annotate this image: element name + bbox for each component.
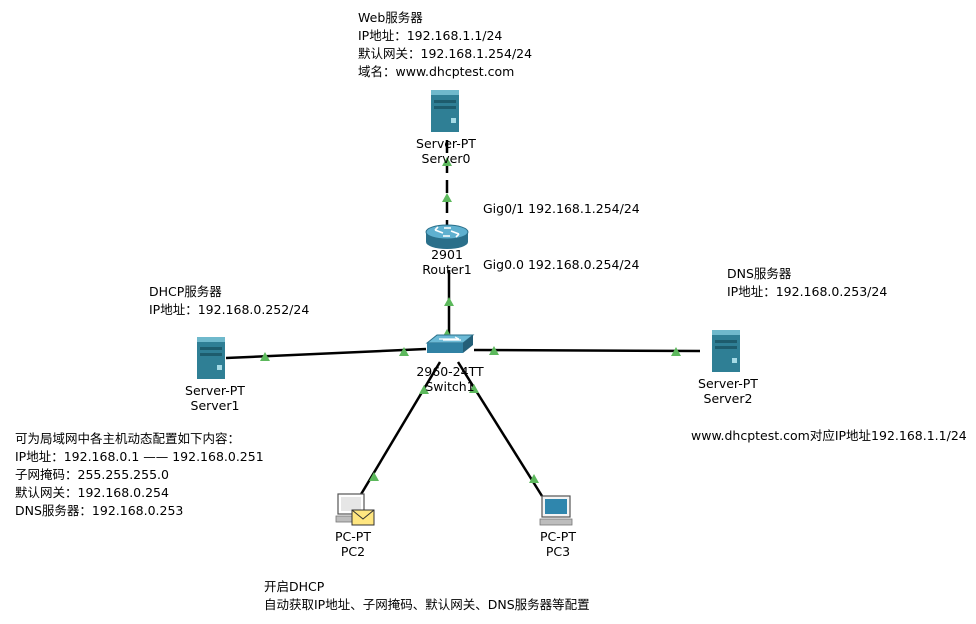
link-switch1-server2 xyxy=(473,348,701,353)
server0-name: Server0 xyxy=(421,151,471,166)
router1-name: Router1 xyxy=(422,262,472,277)
web-server-domain: 域名：www.dhcptest.com xyxy=(358,64,515,79)
link-up-icon xyxy=(671,347,681,356)
link-switch1-pc3 xyxy=(456,361,544,497)
web-server-gateway: 默认网关：192.168.1.254/24 xyxy=(358,46,533,61)
server0-model: Server-PT xyxy=(416,136,476,151)
switch1-model: 2960-24TT xyxy=(416,364,484,379)
pc3-model: PC-PT xyxy=(540,529,576,544)
router-icon[interactable] xyxy=(425,224,469,249)
router-gig00-label: Gig0.0 192.168.0.254/24 xyxy=(483,257,640,272)
dhcp-pool-line1: 可为局域网中各主机动态配置如下内容： xyxy=(15,431,241,446)
dhcp-pool-line3: 子网掩码：255.255.255.0 xyxy=(15,467,169,482)
dns-server-title: DNS服务器 xyxy=(727,266,792,281)
pc3-name: PC3 xyxy=(545,544,571,559)
link-up-icon xyxy=(369,472,379,481)
server1-label: Server-PT Server1 xyxy=(185,383,245,413)
link-up-icon xyxy=(419,385,429,394)
server2-icon[interactable] xyxy=(712,330,740,372)
link-server1-switch1 xyxy=(225,347,427,360)
switch-icon[interactable] xyxy=(425,334,475,353)
dhcp-server-ip: IP地址：192.168.0.252/24 xyxy=(149,302,310,317)
link-up-icon xyxy=(529,474,539,483)
dhcp-server-title: DHCP服务器 xyxy=(149,284,222,299)
router1-model: 2901 xyxy=(431,247,463,262)
web-server-ip: IP地址：192.168.1.1/24 xyxy=(358,28,503,43)
server0-icon[interactable] xyxy=(431,90,459,132)
router-gig01-label: Gig0/1 192.168.1.254/24 xyxy=(483,201,640,216)
dns-server-ip: IP地址：192.168.0.253/24 xyxy=(727,284,888,299)
pc2-label: PC-PT PC2 xyxy=(335,529,371,559)
web-server-title: Web服务器 xyxy=(358,10,423,25)
link-up-icon xyxy=(489,346,499,355)
server2-label: Server-PT Server2 xyxy=(698,376,758,406)
link-up-icon xyxy=(444,297,454,306)
switch1-label: 2960-24TT Switch1 xyxy=(416,364,483,394)
link-up-icon xyxy=(469,384,479,393)
server2-model: Server-PT xyxy=(698,376,758,391)
link-up-icon xyxy=(442,193,452,202)
envelope-icon xyxy=(351,509,375,526)
link-up-icon xyxy=(399,347,409,356)
link-up-icon xyxy=(442,157,452,166)
pc-dhcp-line2: 自动获取IP地址、子网掩码、默认网关、DNS服务器等配置 xyxy=(264,597,590,612)
server1-model: Server-PT xyxy=(185,383,245,398)
pc3-icon[interactable] xyxy=(539,495,573,526)
pc3-label: PC-PT PC3 xyxy=(540,529,576,559)
server1-icon[interactable] xyxy=(197,337,225,379)
link-status-indicators xyxy=(260,157,681,483)
dhcp-pool-line5: DNS服务器：192.168.0.253 xyxy=(15,503,184,518)
dhcp-pool-line2: IP地址：192.168.0.1 —— 192.168.0.251 xyxy=(15,449,264,464)
server0-label: Server-PT Server0 xyxy=(416,136,476,166)
pc-dhcp-line1: 开启DHCP xyxy=(264,579,325,594)
server1-name: Server1 xyxy=(190,398,240,413)
switch1-name: Switch1 xyxy=(425,379,475,394)
dns-mapping-note: www.dhcptest.com对应IP地址192.168.1.1/24 xyxy=(691,428,967,443)
dhcp-pool-line4: 默认网关：192.168.0.254 xyxy=(15,485,169,500)
server2-name: Server2 xyxy=(703,391,753,406)
link-up-icon xyxy=(260,352,270,361)
pc2-model: PC-PT xyxy=(335,529,371,544)
pc2-name: PC2 xyxy=(340,544,366,559)
router1-label: 2901 Router1 xyxy=(422,247,471,277)
